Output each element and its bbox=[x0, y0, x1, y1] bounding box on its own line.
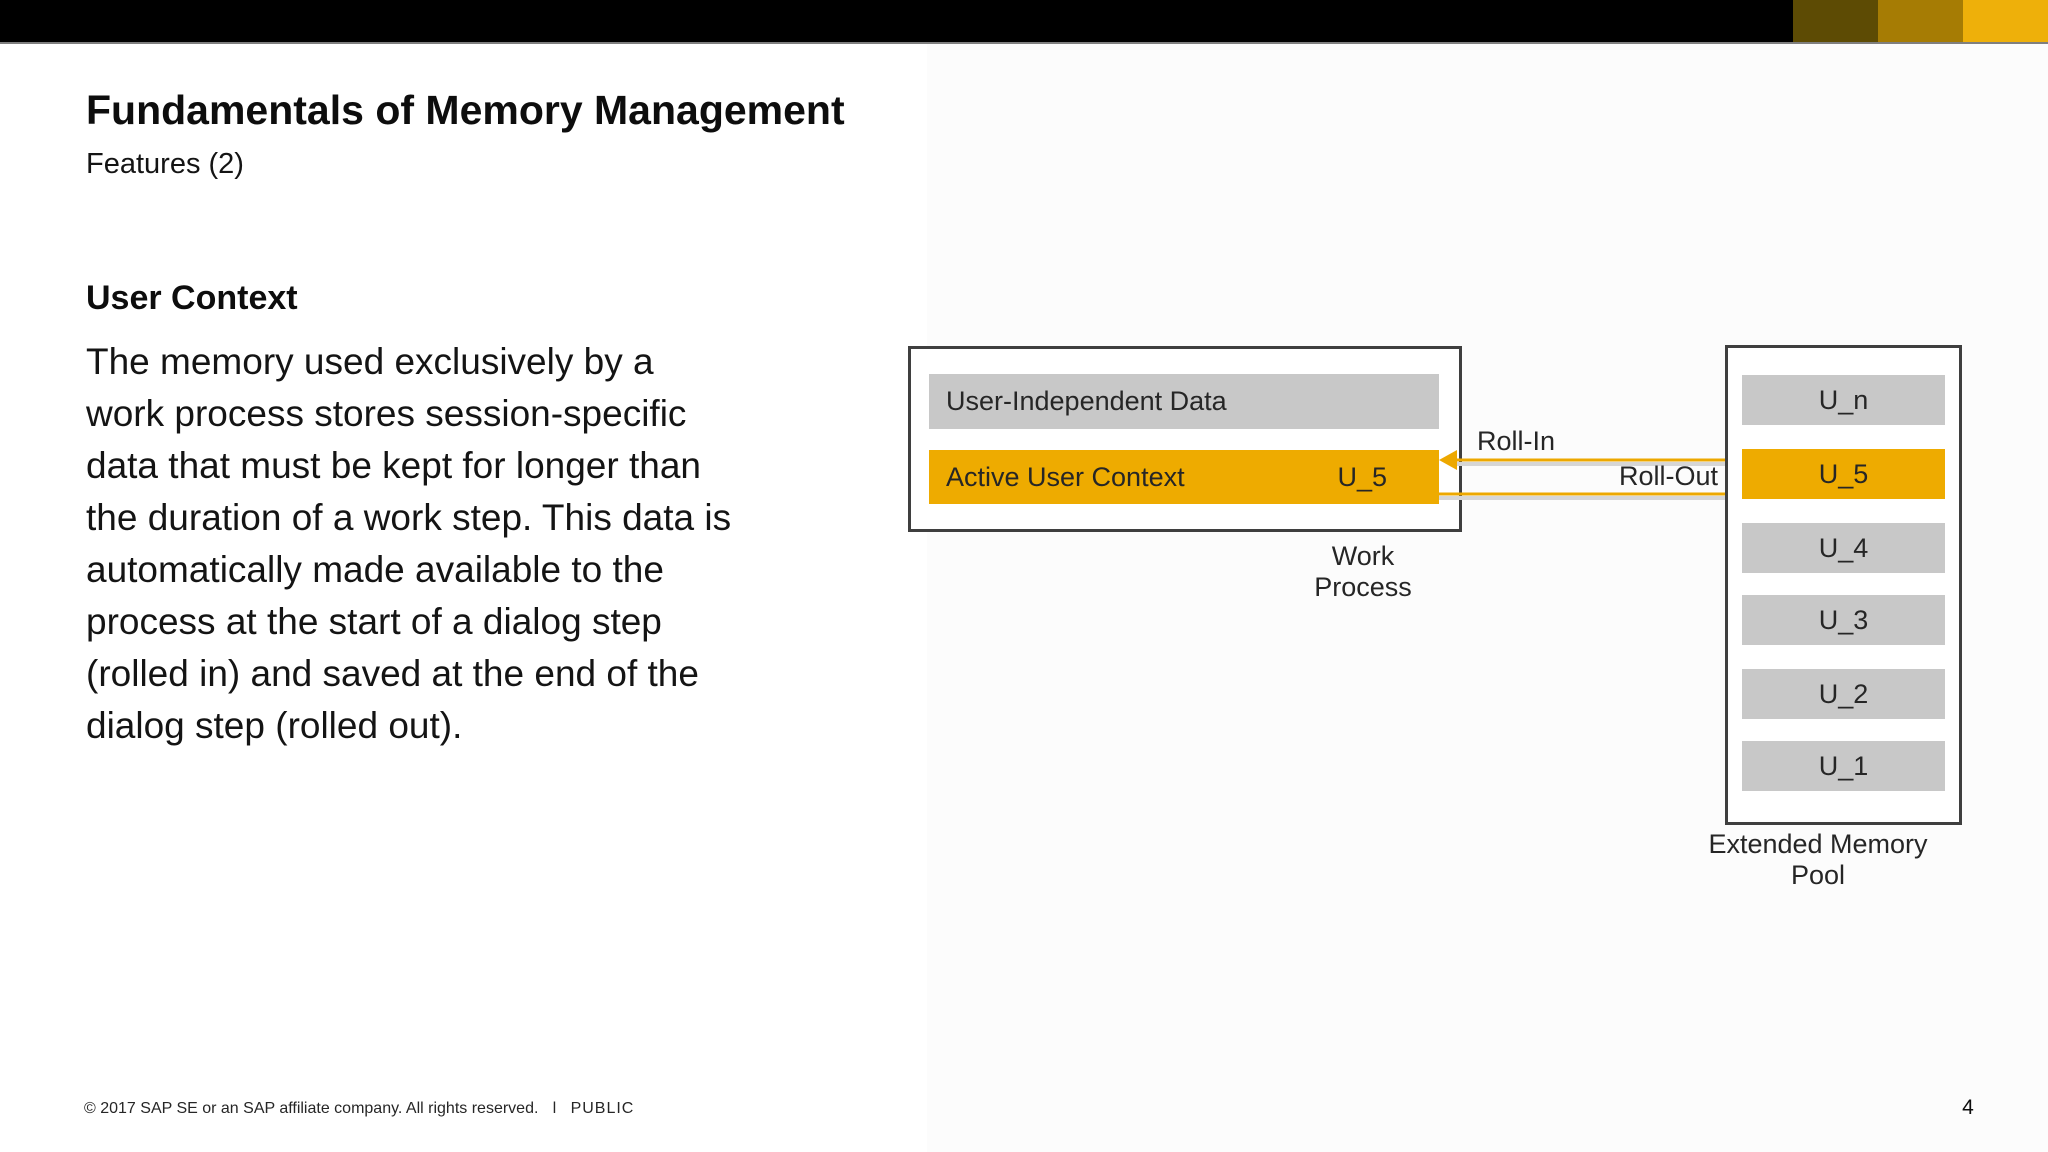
extended-memory-pool-box: U_n U_5 U_4 U_3 U_2 U_1 bbox=[1725, 345, 1962, 825]
paragraph-line: the duration of a work step. This data i… bbox=[86, 497, 732, 538]
work-process-caption-line2: Process bbox=[1314, 572, 1412, 602]
ribbon-square-dark bbox=[1793, 0, 1878, 42]
memory-slot-active: U_5 bbox=[1742, 449, 1945, 499]
page-title: Fundamentals of Memory Management bbox=[86, 87, 845, 133]
user-independent-data-label: User-Independent Data bbox=[946, 386, 1227, 416]
work-process-caption: Work Process bbox=[1288, 541, 1438, 603]
memory-slot: U_4 bbox=[1742, 523, 1945, 573]
active-user-context-label: Active User Context bbox=[946, 461, 1185, 492]
roll-in-arrowhead bbox=[1439, 450, 1457, 470]
visibility-label: PUBLIC bbox=[570, 1100, 635, 1117]
footer-separator: ǀ bbox=[552, 1100, 557, 1117]
section-heading: User Context bbox=[86, 279, 298, 317]
active-user-context-value: U_5 bbox=[1337, 461, 1387, 492]
ribbon-square-mid bbox=[1878, 0, 1963, 42]
memory-slot: U_n bbox=[1742, 375, 1945, 425]
paragraph-line: work process stores session-specific bbox=[86, 393, 687, 434]
roll-in-label: Roll-In bbox=[1477, 426, 1556, 456]
memory-slot: U_2 bbox=[1742, 669, 1945, 719]
paragraph-line: process at the start of a dialog step bbox=[86, 601, 662, 642]
extended-memory-pool-caption: Extended Memory Pool bbox=[1708, 829, 1928, 890]
work-process-box: User-Independent Data Active User Contex… bbox=[908, 346, 1462, 532]
paragraph-line: The memory used exclusively by a bbox=[86, 341, 654, 382]
top-ribbon-bar bbox=[0, 0, 2048, 44]
memory-slot: U_1 bbox=[1742, 741, 1945, 791]
paragraph-line: data that must be kept for longer than bbox=[86, 445, 701, 486]
roll-out-label: Roll-Out bbox=[1618, 461, 1718, 491]
footer: © 2017 SAP SE or an SAP affiliate compan… bbox=[84, 1100, 634, 1118]
body-paragraph: The memory used exclusively by a work pr… bbox=[86, 336, 886, 752]
page-subtitle: Features (2) bbox=[86, 148, 244, 180]
work-process-caption-line1: Work bbox=[1331, 541, 1395, 571]
page-number: 4 bbox=[1962, 1096, 1974, 1119]
paragraph-line: (rolled in) and saved at the end of the bbox=[86, 653, 699, 694]
active-user-context-bar: Active User Context U_5 bbox=[929, 450, 1439, 504]
paragraph-line: dialog step (rolled out). bbox=[86, 705, 463, 746]
paragraph-line: automatically made available to the bbox=[86, 549, 664, 590]
ribbon-square-bright bbox=[1963, 0, 2048, 42]
copyright-text: © 2017 SAP SE or an SAP affiliate compan… bbox=[84, 1100, 539, 1117]
user-independent-data-bar: User-Independent Data bbox=[929, 374, 1439, 429]
memory-slot: U_3 bbox=[1742, 595, 1945, 645]
